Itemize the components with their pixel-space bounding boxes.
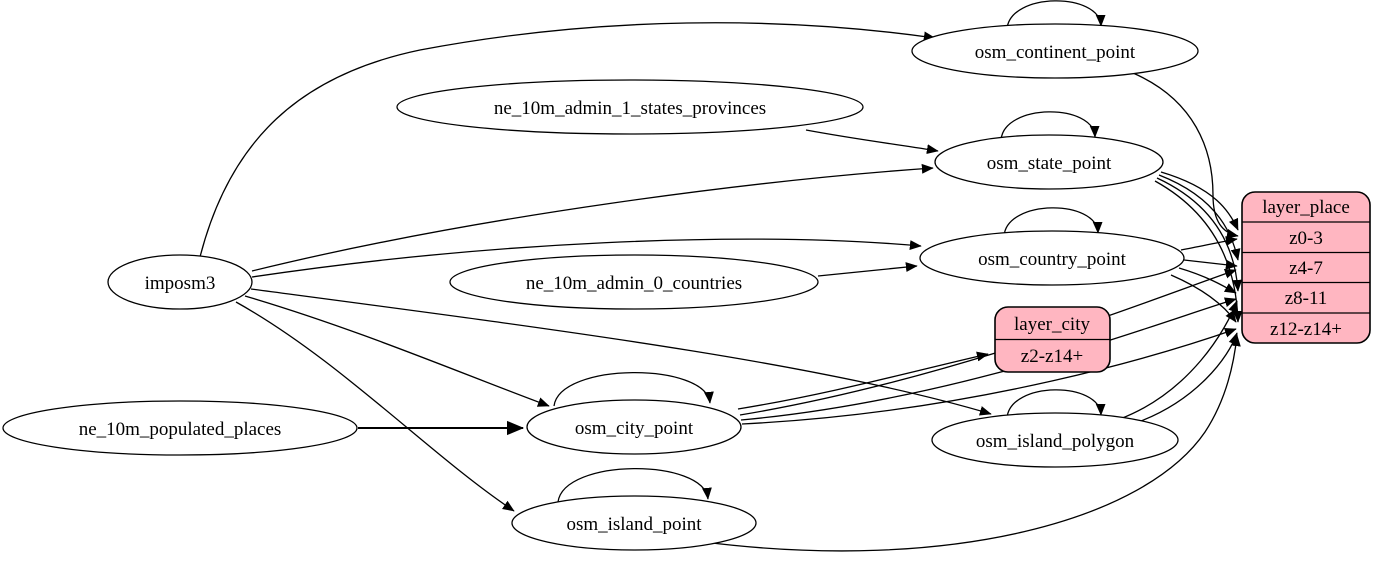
edge-ne10m-admin0-osm-country-point	[817, 262, 918, 277]
node-imposm3-label: imposm3	[145, 273, 216, 294]
record-layer-city-row-z2-z14: z2-z14+	[1021, 346, 1083, 367]
selfloop-osm-city-point	[553, 371, 714, 407]
node-osm-state-point-label: osm_state_point	[987, 153, 1112, 174]
edge-state-layerplace-z0-3	[1160, 171, 1239, 231]
node-imposm3: imposm3	[107, 254, 253, 310]
edges-layer	[199, 0, 1243, 552]
node-osm-continent-point-shape	[911, 23, 1199, 79]
edge-city-layercity-z2-z14	[737, 351, 989, 410]
edge-islandpoint-layerplace-z12-z14	[703, 334, 1241, 552]
node-osm-country-point-label: osm_country_point	[978, 249, 1126, 270]
node-ne-10m-admin-0-shape	[449, 254, 819, 310]
edge-islandpolygon-layerplace-z8-11	[1119, 300, 1238, 420]
node-ne-10m-admin-0-countries: ne_10m_admin_0_countries	[449, 254, 819, 310]
edge-country-layerplace-z12-z14	[1170, 274, 1237, 323]
node-osm-island-point: osm_island_point	[511, 495, 757, 551]
node-osm-state-point: osm_state_point	[934, 134, 1164, 190]
edge-country-layerplace-z0-3	[1180, 236, 1238, 251]
node-osm-country-point: osm_country_point	[919, 230, 1185, 286]
record-layer-place-row-z8-11: z8-11	[1285, 288, 1328, 309]
record-layer-place-row-z4-7: z4-7	[1289, 258, 1323, 279]
selfloop-osm-country-point	[1003, 207, 1103, 237]
edge-islandpolygon-layerplace-z12-z14	[1132, 332, 1239, 425]
node-osm-island-polygon-label: osm_island_polygon	[976, 431, 1135, 452]
node-ne-10m-populated-places: ne_10m_populated_places	[2, 400, 358, 456]
record-layer-place: layer_place z0-3 z4-7 z8-11 z12-z14+	[1241, 191, 1371, 344]
record-layer-place-box	[1241, 191, 1371, 344]
edge-city-layerplace-z12-z14	[741, 327, 1237, 425]
node-osm-island-polygon-shape	[931, 412, 1179, 468]
node-osm-city-point-label: osm_city_point	[575, 418, 694, 439]
node-imposm3-shape	[107, 254, 253, 310]
node-osm-city-point-shape	[526, 399, 742, 455]
selfloop-osm-continent-point	[1006, 0, 1106, 30]
edge-country-layerplace-z4-7	[1183, 259, 1238, 270]
edge-state-layerplace-z8-11	[1156, 177, 1243, 292]
record-layer-place-row-z12-z14: z12-z14+	[1270, 319, 1342, 340]
node-osm-state-point-shape	[934, 134, 1164, 190]
node-ne-10m-admin-1-shape	[396, 79, 864, 135]
edge-continent-layerplace-z0-3	[1132, 72, 1239, 239]
edge-imposm3-osm-island-point	[235, 301, 515, 512]
node-ne-10m-populated-places-shape	[2, 400, 358, 456]
edge-imposm3-osm-state-point	[251, 163, 934, 272]
node-ne-10m-admin-1-label: ne_10m_admin_1_states_provinces	[494, 98, 766, 119]
edge-state-layerplace-z4-7	[1158, 174, 1241, 261]
node-osm-country-point-shape	[919, 230, 1185, 286]
edge-country-layerplace-z8-11	[1178, 267, 1237, 294]
node-ne-10m-admin-0-label: ne_10m_admin_0_countries	[526, 273, 742, 294]
node-osm-island-point-label: osm_island_point	[566, 514, 702, 535]
edge-imposm3-osm-country-point	[251, 238, 922, 278]
selfloop-osm-island-point	[557, 467, 712, 503]
record-layer-place-title: layer_place	[1262, 197, 1350, 218]
node-osm-island-polygon: osm_island_polygon	[931, 412, 1179, 468]
record-layer-city-title: layer_city	[1014, 314, 1090, 335]
node-osm-continent-point: osm_continent_point	[911, 23, 1199, 79]
selfloop-osm-island-polygon	[1006, 389, 1106, 419]
node-ne-10m-admin-1-states-provinces: ne_10m_admin_1_states_provinces	[396, 79, 864, 135]
edge-city-layerplace-z4-7	[739, 268, 1237, 416]
selfloop-osm-state-point	[1000, 111, 1100, 141]
edge-ne10m-admin1-osm-state-point	[805, 129, 939, 155]
edge-imposm3-osm-city-point	[244, 295, 550, 407]
node-osm-city-point: osm_city_point	[526, 399, 742, 455]
edge-imposm3-osm-continent-point	[199, 22, 936, 258]
node-ne-10m-populated-places-label: ne_10m_populated_places	[79, 419, 282, 440]
edge-city-layerplace-z8-11	[740, 297, 1237, 421]
record-layer-city: layer_city z2-z14+	[994, 306, 1111, 373]
record-layer-place-row-z0-3: z0-3	[1289, 228, 1323, 249]
node-osm-continent-point-label: osm_continent_point	[975, 42, 1136, 63]
node-osm-island-point-shape	[511, 495, 757, 551]
